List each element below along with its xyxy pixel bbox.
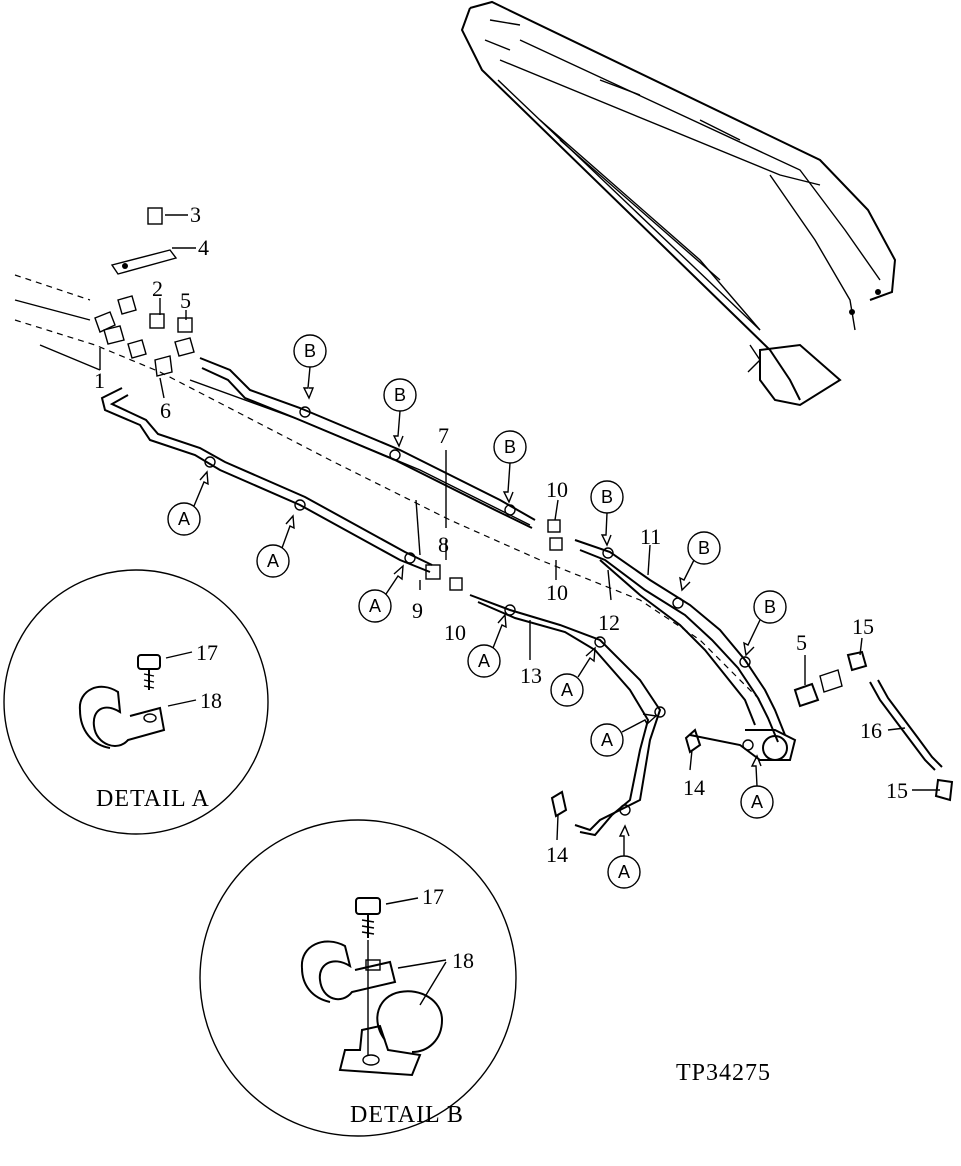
boom-outline (14, 274, 761, 701)
svg-text:A: A (561, 680, 573, 700)
bolt-icon (137, 654, 161, 690)
callouts-b: B B B B B B (293, 334, 787, 657)
label-7: 7 (438, 423, 449, 448)
svg-text:B: B (394, 385, 406, 405)
clamp-pair-icon (300, 940, 444, 1077)
label-14a: 14 (683, 775, 705, 800)
svg-text:A: A (601, 730, 613, 750)
label-6: 6 (160, 398, 171, 423)
label-10a: 10 (444, 620, 466, 645)
detail-a-caption: DETAIL A (96, 786, 210, 812)
part-labels: 3 4 2 5 1 6 7 8 9 10 10 10 11 12 13 14 1… (94, 202, 908, 867)
detail-a-clamp-label: 18 (200, 688, 222, 713)
svg-text:A: A (618, 862, 630, 882)
label-10c: 10 (546, 580, 568, 605)
label-15a: 15 (852, 614, 874, 639)
detail-b-clamp-label: 18 (452, 948, 474, 973)
callout-b-1: B (293, 334, 327, 400)
label-12: 12 (598, 610, 620, 635)
clamp-icon (78, 685, 166, 749)
label-2: 2 (152, 276, 163, 301)
figure-id: TP34275 (676, 1060, 771, 1086)
label-5: 5 (180, 288, 191, 313)
svg-text:B: B (504, 437, 516, 457)
callout-b-2: B (383, 378, 417, 448)
callout-a-7: A (740, 754, 774, 819)
svg-text:A: A (178, 509, 190, 529)
label-11: 11 (640, 524, 661, 549)
callout-a-1: A (167, 470, 209, 536)
leader-lines (99, 214, 940, 841)
label-9: 9 (412, 598, 423, 623)
detail-b-caption: DETAIL B (350, 1102, 464, 1128)
label-3: 3 (190, 202, 201, 227)
callout-b-3: B (493, 430, 527, 504)
boom-arm-drawing (460, 0, 897, 407)
detail-b-bolt-label: 17 (422, 884, 444, 909)
callout-b-4: B (590, 480, 624, 547)
svg-text:B: B (601, 487, 613, 507)
callout-a-4: A (467, 613, 507, 678)
svg-text:A: A (478, 651, 490, 671)
label-15b: 15 (886, 778, 908, 803)
label-5b: 5 (796, 630, 807, 655)
callout-a-2: A (256, 514, 295, 578)
clamp-marks (204, 406, 754, 816)
label-13: 13 (520, 663, 542, 688)
svg-text:A: A (267, 551, 279, 571)
svg-text:B: B (304, 341, 316, 361)
detail-a-bolt-label: 17 (196, 640, 218, 665)
label-8: 8 (438, 532, 449, 557)
label-16: 16 (860, 718, 882, 743)
callout-a-8: A (607, 824, 641, 889)
label-4: 4 (198, 235, 209, 260)
callouts-a: A A A A A A A A (167, 470, 774, 889)
label-14b: 14 (546, 842, 568, 867)
label-1: 1 (94, 368, 105, 393)
fittings-group (94, 207, 195, 377)
svg-text:B: B (764, 597, 776, 617)
svg-text:A: A (751, 792, 763, 812)
callout-a-6: A (590, 713, 658, 757)
callout-a-5: A (550, 646, 596, 707)
bolt-icon (355, 897, 381, 938)
callout-b-6: B (743, 590, 787, 657)
detail-b: 17 18 DETAIL B (199, 819, 517, 1137)
hydraulic-lines (100, 357, 954, 837)
detail-a: 17 18 DETAIL A (3, 569, 269, 835)
callout-a-3: A (358, 564, 404, 623)
svg-text:B: B (698, 538, 710, 558)
callout-b-5: B (679, 531, 721, 592)
svg-text:A: A (369, 596, 381, 616)
label-10b: 10 (546, 477, 568, 502)
